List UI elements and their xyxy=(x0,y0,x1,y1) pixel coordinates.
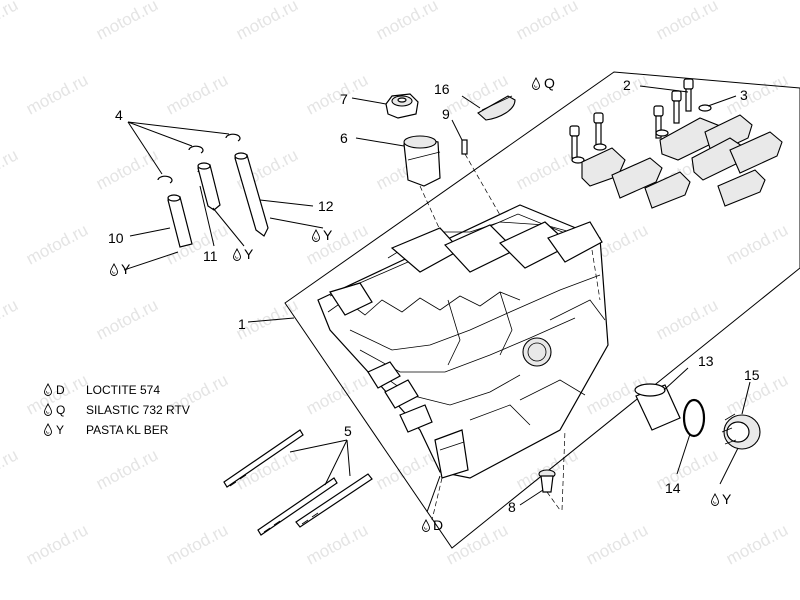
watermark-text: motod.ru xyxy=(233,0,301,44)
legend-code-y: Y xyxy=(56,423,64,437)
watermark-text: motod.ru xyxy=(513,145,581,193)
watermark-text: motod.ru xyxy=(0,145,21,193)
circlips xyxy=(157,133,241,184)
watermark-text: motod.ru xyxy=(303,370,371,418)
watermark-text: motod.ru xyxy=(93,0,161,44)
watermark-text: motod.ru xyxy=(23,220,91,268)
o-ring xyxy=(682,398,706,438)
legend-text-y: PASTA KL BER xyxy=(86,423,169,437)
label-7: 7 xyxy=(340,91,348,107)
rocker-shafts xyxy=(167,152,269,248)
label-6: 6 xyxy=(340,130,348,146)
chain-tensioner xyxy=(403,135,441,187)
marker-10-code: Y xyxy=(121,261,131,277)
legend-code-q: Q xyxy=(56,403,65,417)
watermark-text: motod.ru xyxy=(653,295,721,343)
screw xyxy=(538,469,556,493)
assembly-lines xyxy=(419,153,601,521)
watermark-text: motod.ru xyxy=(513,0,581,44)
assembly-panel-outline xyxy=(284,71,800,549)
marker-14-code: Y xyxy=(722,491,732,507)
watermark-text: motod.ru xyxy=(0,445,21,493)
part-labels: 4 2 3 7 6 16 9 10 11 12 1 5 8 13 14 15 xyxy=(108,77,760,515)
watermark-text: motod.ru xyxy=(23,70,91,118)
legend-code-d: D xyxy=(56,383,65,397)
threaded-plug xyxy=(721,413,761,450)
dowel-pin xyxy=(461,139,468,155)
label-5: 5 xyxy=(344,423,352,439)
label-12: 12 xyxy=(318,198,334,214)
sealant-legend: D LOCTITE 574 Q SILASTIC 732 RTV Y PASTA… xyxy=(44,383,190,437)
marker-12-code: Y xyxy=(323,227,333,243)
legend-text-q: SILASTIC 732 RTV xyxy=(86,403,190,417)
label-16: 16 xyxy=(434,81,450,97)
legend-text-d: LOCTITE 574 xyxy=(86,383,160,397)
watermark-text: motod.ru xyxy=(93,295,161,343)
watermark-text: motod.ru xyxy=(723,70,791,118)
label-8: 8 xyxy=(508,499,516,515)
watermark-text: motod.ru xyxy=(93,145,161,193)
watermark-text: motod.ru xyxy=(653,445,721,493)
label-2: 2 xyxy=(623,77,631,93)
marker-1-code: D xyxy=(433,517,443,533)
label-13: 13 xyxy=(698,353,714,369)
washers xyxy=(571,104,712,164)
sealant-markers: Q Y Y Y D Y xyxy=(110,75,732,533)
watermark-text: motod.ru xyxy=(303,520,371,568)
sleeve xyxy=(634,383,681,431)
marker-16-code: Q xyxy=(544,75,555,91)
studs xyxy=(223,429,373,536)
watermark-text: motod.ru xyxy=(163,220,231,268)
watermark-text: motod.ru xyxy=(723,520,791,568)
watermark-text: motod.ru xyxy=(303,70,371,118)
label-14: 14 xyxy=(665,480,681,496)
cap-nut xyxy=(385,93,419,119)
half-moon-plug xyxy=(477,95,516,121)
watermark-text: motod.ru xyxy=(0,0,21,44)
label-3: 3 xyxy=(740,87,748,103)
watermark-text: motod.ru xyxy=(583,70,651,118)
watermark-text: motod.ru xyxy=(303,220,371,268)
watermark-text: motod.ru xyxy=(583,520,651,568)
watermark-text: motod.ru xyxy=(653,0,721,44)
label-11: 11 xyxy=(203,248,218,264)
label-1: 1 xyxy=(238,316,246,332)
watermark-text: motod.ru xyxy=(373,0,441,44)
marker-11-code: Y xyxy=(244,246,254,262)
label-4: 4 xyxy=(115,107,123,123)
watermark-text: motod.ru xyxy=(163,70,231,118)
label-9: 9 xyxy=(442,106,450,122)
label-15: 15 xyxy=(744,367,760,383)
watermark-text: motod.ru xyxy=(23,520,91,568)
watermark-text: motod.ru xyxy=(723,220,791,268)
cam-caps xyxy=(581,114,783,209)
watermark-text: motod.ru xyxy=(93,445,161,493)
cam-cap-bolts xyxy=(569,78,694,159)
label-10: 10 xyxy=(108,230,124,246)
cylinder-head xyxy=(317,204,609,479)
watermark-text: motod.ru xyxy=(0,295,21,343)
leader-lines xyxy=(123,85,751,513)
watermark-text: motod.ru xyxy=(163,520,231,568)
